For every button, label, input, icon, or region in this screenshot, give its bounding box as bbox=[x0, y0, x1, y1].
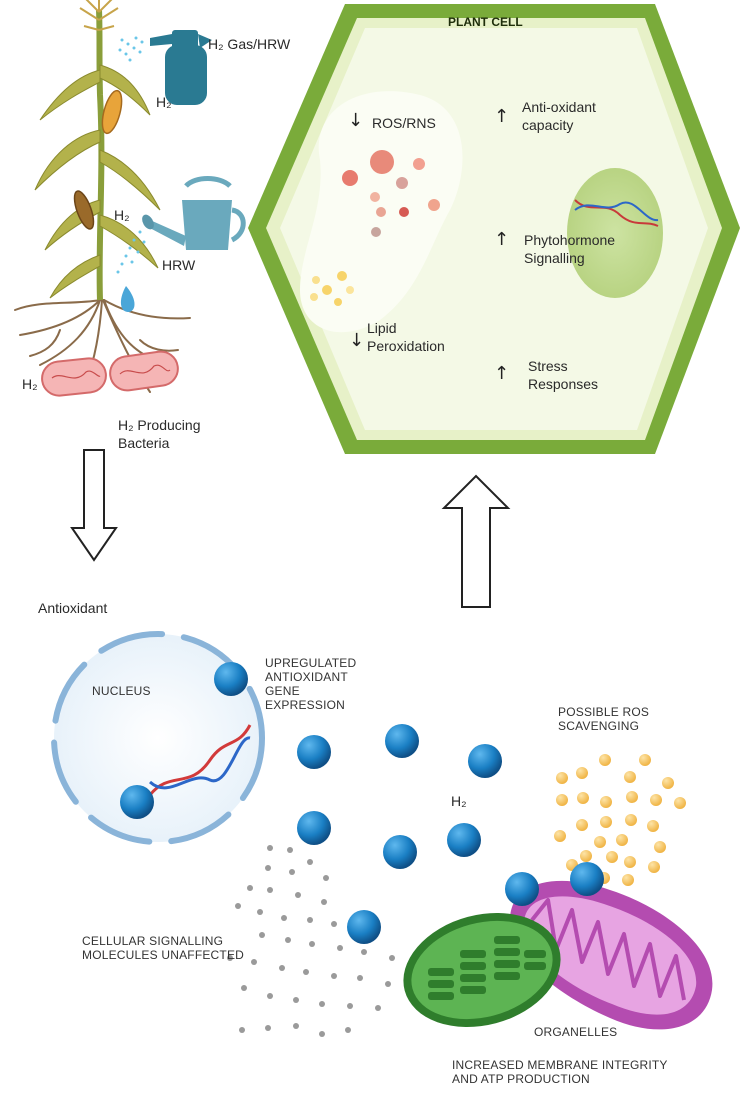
h2-mid-label: H₂ bbox=[114, 207, 130, 223]
corn-cob-icon bbox=[101, 89, 123, 135]
h2-molecule bbox=[447, 823, 481, 857]
phyto-label-line1: Phytohormone bbox=[524, 232, 616, 248]
nucleus bbox=[51, 631, 265, 845]
h2-molecule bbox=[297, 735, 331, 769]
up-arrow-icon bbox=[441, 474, 511, 608]
h2-top-label: H₂ bbox=[156, 94, 172, 110]
h2-molecule bbox=[214, 662, 248, 696]
roots-icon bbox=[14, 299, 191, 393]
h2-center-label: H₂ bbox=[451, 793, 467, 809]
h2-molecules bbox=[120, 662, 604, 944]
bacteria-label-line2: Bacteria bbox=[118, 435, 170, 451]
h2-molecule bbox=[347, 910, 381, 944]
nucleus-label: NUCLEUS bbox=[92, 684, 151, 698]
h2-roots-label: H₂ bbox=[22, 376, 38, 392]
h2-molecule bbox=[383, 835, 417, 869]
ros-label: ROS/RNS bbox=[372, 115, 436, 131]
water-drops-icon bbox=[116, 230, 146, 312]
signalling-line2: MOLECULES UNAFFECTED bbox=[82, 948, 245, 962]
antioxidant-heading: Antioxidant bbox=[38, 600, 108, 616]
chloroplast-icon bbox=[403, 912, 561, 1028]
bacteria-label-line1: H₂ Producing bbox=[118, 417, 201, 433]
antioxidant-label-line1: Anti-oxidant bbox=[522, 99, 596, 115]
watering-can-icon bbox=[142, 176, 246, 250]
signalling-line1: CELLULAR SIGNALLING bbox=[82, 934, 224, 948]
gene-expression-line1: UPREGULATED bbox=[265, 656, 357, 670]
lipid-particles bbox=[310, 271, 354, 306]
ros-scavenging-dots bbox=[554, 754, 686, 886]
plant-cell-title: PLANT CELL bbox=[448, 15, 523, 29]
stress-label-line1: Stress bbox=[528, 358, 568, 374]
ros-particles bbox=[342, 150, 440, 237]
dna-icon bbox=[574, 199, 659, 227]
h2-molecule bbox=[570, 862, 604, 896]
up-arrow-phyto: ↑ bbox=[494, 229, 510, 250]
gene-expression-line2: ANTIOXIDANT bbox=[265, 670, 348, 684]
h2-molecule bbox=[385, 724, 419, 758]
up-arrow-antioxidant: ↑ bbox=[494, 106, 510, 127]
membrane-line1: INCREASED MEMBRANE INTEGRITY bbox=[452, 1058, 668, 1072]
signalling-molecule-dots bbox=[227, 845, 415, 1037]
tassel-icon bbox=[79, 0, 119, 31]
spray-mist-icon bbox=[118, 36, 144, 62]
spray-bottle-icon bbox=[150, 30, 212, 105]
h2-molecule bbox=[505, 872, 539, 906]
phyto-label-line2: Signalling bbox=[524, 250, 585, 266]
gene-expression-line4: EXPRESSION bbox=[265, 698, 346, 712]
bacteria-icon bbox=[41, 350, 179, 397]
down-arrow-lipid: ↓ bbox=[349, 330, 365, 351]
lipid-label-line1: Lipid bbox=[367, 320, 397, 336]
ros-scavenging-line2: SCAVENGING bbox=[558, 719, 640, 733]
down-arrow-ros: ↓ bbox=[348, 110, 364, 131]
gene-expression-line3: GENE bbox=[265, 684, 300, 698]
dna-helix-icon bbox=[148, 724, 252, 796]
corn-cob-icon bbox=[73, 190, 95, 230]
down-arrow-icon bbox=[70, 449, 118, 562]
organelles-label: ORGANELLES bbox=[534, 1025, 618, 1039]
h2-molecule bbox=[297, 811, 331, 845]
stress-label-line2: Responses bbox=[528, 376, 599, 392]
vacuole-icon bbox=[567, 168, 663, 298]
stalk-icon bbox=[96, 9, 105, 301]
ros-scavenging-line1: POSSIBLE ROS bbox=[558, 705, 650, 719]
maize-plant-illustration bbox=[14, 0, 191, 393]
h2-molecule bbox=[468, 744, 502, 778]
up-arrow-stress: ↑ bbox=[494, 363, 510, 384]
lipid-label-line2: Peroxidation bbox=[367, 338, 445, 354]
spray-label: H₂ Gas/HRW bbox=[208, 36, 291, 52]
hrw-label: HRW bbox=[162, 257, 196, 273]
antioxidant-label-line2: capacity bbox=[522, 117, 574, 133]
h2-molecule bbox=[120, 785, 154, 819]
membrane-line2: AND ATP PRODUCTION bbox=[452, 1072, 590, 1086]
